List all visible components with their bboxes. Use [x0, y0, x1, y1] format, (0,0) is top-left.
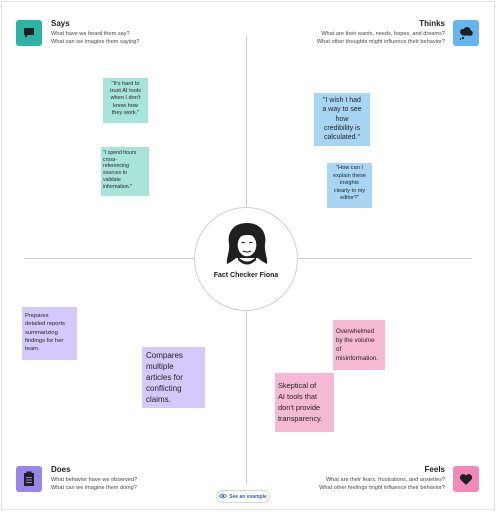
speech-bubble-icon	[16, 20, 42, 46]
eye-icon	[219, 493, 228, 501]
heart-icon	[453, 466, 479, 492]
feels-subtitle: What are their fears, frustrations, and …	[319, 477, 445, 491]
thought-cloud-icon	[453, 20, 479, 46]
persona-name: Fact Checker Fiona	[213, 272, 279, 279]
clipboard-icon	[16, 466, 42, 492]
thinks-title: Thinks	[419, 19, 445, 28]
persona-circle: Fact Checker Fiona	[194, 207, 298, 311]
does-title: Does	[51, 465, 71, 474]
see-example-button[interactable]: See an example	[216, 490, 270, 503]
does-subtitle: What behavior have we observed? What can…	[51, 477, 138, 491]
see-example-label: See an example	[229, 493, 267, 500]
says-title: Says	[51, 19, 70, 28]
thinks-subtitle: What are their wants, needs, hopes, and …	[316, 31, 445, 45]
feels-title: Feels	[424, 465, 445, 474]
persona-avatar	[221, 220, 273, 270]
says-subtitle: What have we heard them say? What can we…	[51, 31, 140, 45]
